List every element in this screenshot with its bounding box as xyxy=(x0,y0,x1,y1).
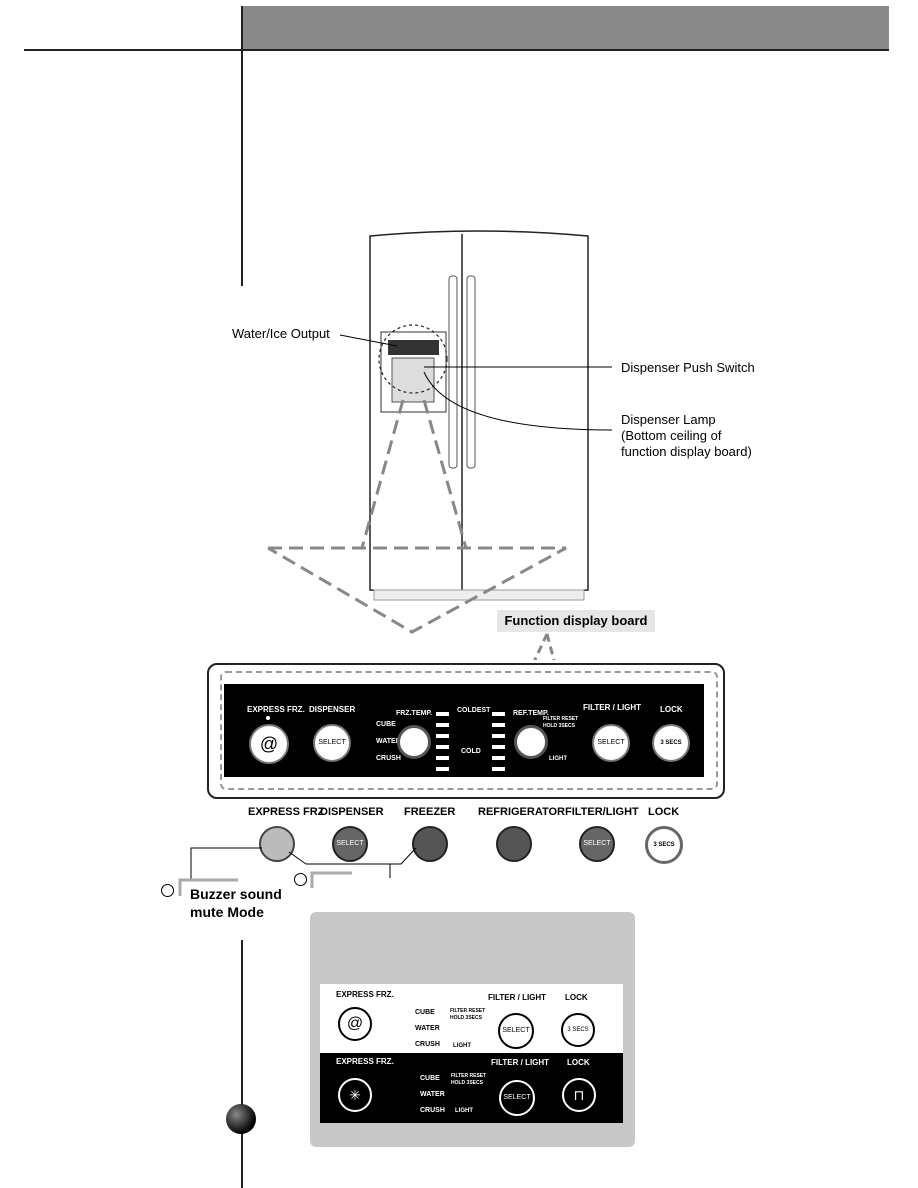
dispenser-lamp-label-2: (Bottom ceiling of xyxy=(621,428,722,443)
board-filter-select-button[interactable]: SELECT xyxy=(592,724,630,762)
panel-filter-select-button[interactable]: SELECT xyxy=(498,1013,534,1049)
panel-black-express-frz-label: EXPRESS FRZ. xyxy=(336,1057,394,1066)
step-circle-1 xyxy=(161,884,174,897)
padlock-icon: ⊓ xyxy=(573,1087,585,1103)
panel-black-filter-select-button[interactable]: SELECT xyxy=(499,1080,535,1116)
panel-black-water-label: WATER xyxy=(420,1091,445,1098)
dispenser-lamp-label: Dispenser Lamp xyxy=(621,412,716,427)
freezer-button-label: FREEZER xyxy=(404,806,456,818)
panel-filter-light-label: FILTER / LIGHT xyxy=(488,993,547,1002)
refrigerator-illustration xyxy=(267,230,613,660)
ref-temp-level-bars xyxy=(492,712,505,772)
panel-black-express-frz-button[interactable]: ✳ xyxy=(338,1078,372,1112)
board-express-frz-button[interactable]: @ xyxy=(249,724,289,764)
panel-black-lock-button[interactable]: ⊓ xyxy=(562,1078,596,1112)
board-dashed-frame xyxy=(220,671,718,790)
panel-black-crush-label: CRUSH xyxy=(420,1107,445,1114)
panel-black-filter-light-label: FILTER / LIGHT xyxy=(491,1058,550,1067)
filter-light-select-button[interactable]: SELECT xyxy=(579,826,615,862)
board-dispenser-label: DISPENSER xyxy=(309,705,356,714)
margin-rule-bottom xyxy=(241,940,243,1188)
header-bar xyxy=(243,6,889,50)
express-frz-button[interactable] xyxy=(259,826,295,862)
freezer-button[interactable] xyxy=(412,826,448,862)
board-cold-label: COLD xyxy=(461,748,481,755)
dispenser-select-button[interactable]: SELECT xyxy=(332,826,368,862)
dispenser-push-switch-label: Dispenser Push Switch xyxy=(621,360,755,375)
dispenser-button-label: DISPENSER xyxy=(320,806,384,818)
board-ref-temp-button[interactable] xyxy=(514,725,548,759)
board-water-label: WATER xyxy=(376,738,401,745)
refrigerator-button[interactable] xyxy=(496,826,532,862)
panel-lock-label: LOCK xyxy=(565,993,588,1002)
express-frz-button-label: EXPRESS FRZ xyxy=(248,806,325,818)
board-ref-temp-label: REF.TEMP. xyxy=(513,710,549,717)
board-hold-3secs-label: HOLD 3SECS xyxy=(543,723,575,729)
panel-filter-reset-label: FILTER RESET xyxy=(450,1008,486,1014)
board-express-frz-label: EXPRESS FRZ. xyxy=(247,705,305,714)
water-ice-output-label: Water/Ice Output xyxy=(232,326,330,341)
panel-light-label: LIGHT xyxy=(453,1043,471,1049)
frz-temp-level-bars xyxy=(436,712,449,772)
board-crush-label: CRUSH xyxy=(376,755,401,762)
board-dispenser-select-button[interactable]: SELECT xyxy=(313,724,351,762)
section-bullet xyxy=(226,1104,256,1134)
dispenser-lamp-label-3: function display board) xyxy=(621,444,752,459)
buzzer-mute-label-2: mute Mode xyxy=(190,904,264,920)
header-rule xyxy=(24,49,889,51)
function-display-board-callout: Function display board xyxy=(497,610,655,632)
refrigerator-button-label: REFRIGERATOR xyxy=(478,806,565,818)
panel-black-light-label: LIGHT xyxy=(455,1108,473,1114)
buzzer-mute-label: Buzzer sound xyxy=(190,886,282,902)
board-filter-light-label: FILTER / LIGHT xyxy=(583,703,642,712)
board-lock-button[interactable]: 3 SECS xyxy=(652,724,690,762)
panel-express-frz-label: EXPRESS FRZ. xyxy=(336,990,394,999)
express-frz-led xyxy=(266,716,270,720)
board-frz-temp-label: FRZ.TEMP. xyxy=(396,710,433,717)
swirl-icon: @ xyxy=(346,1015,364,1032)
panel-black-cube-label: CUBE xyxy=(420,1075,440,1082)
panel-hold-3secs-label: HOLD 3SECS xyxy=(450,1015,482,1021)
panel-black-filter-reset-label: FILTER RESET xyxy=(451,1073,487,1079)
lock-button[interactable]: 3 SECS xyxy=(645,826,683,864)
board-filter-reset-label: FILTER RESET xyxy=(543,716,579,722)
panel-cube-label: CUBE xyxy=(415,1009,435,1016)
step-circle-2 xyxy=(294,873,307,886)
filter-light-button-label: FILTER/LIGHT xyxy=(565,806,639,818)
margin-rule-top xyxy=(241,6,243,286)
panel-lock-button[interactable]: 3 SECS xyxy=(561,1013,595,1047)
panel-black-hold-3secs-label: HOLD 3SECS xyxy=(451,1080,483,1086)
board-lock-label: LOCK xyxy=(660,705,683,714)
board-cube-label: CUBE xyxy=(376,721,396,728)
swirl-icon: @ xyxy=(259,733,279,754)
board-coldest-label: COLDEST xyxy=(457,707,491,714)
snowflake-icon: ✳ xyxy=(349,1087,361,1103)
panel-express-frz-button[interactable]: @ xyxy=(338,1007,372,1041)
panel-water-label: WATER xyxy=(415,1025,440,1032)
panel-black-lock-label: LOCK xyxy=(567,1058,590,1067)
lock-button-label: LOCK xyxy=(648,806,680,818)
board-frz-temp-button[interactable] xyxy=(397,725,431,759)
panel-crush-label: CRUSH xyxy=(415,1041,440,1048)
connector-lines xyxy=(178,847,417,896)
board-light-label: LIGHT xyxy=(549,756,567,762)
